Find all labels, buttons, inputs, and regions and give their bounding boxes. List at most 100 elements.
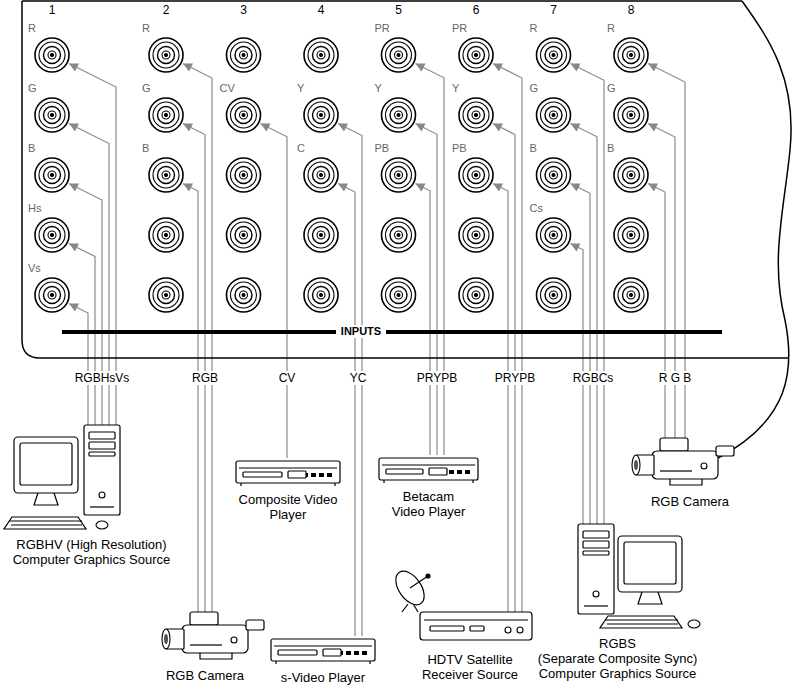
bnc-ring — [39, 282, 65, 308]
bnc-outer — [459, 158, 493, 192]
device-icon — [233, 458, 343, 488]
camera: RGB Camera — [150, 612, 260, 683]
bnc-connector — [35, 278, 69, 312]
bnc-connector — [227, 158, 261, 192]
bnc-sleeve — [158, 227, 175, 244]
bnc-pin — [51, 114, 54, 117]
wire — [648, 183, 665, 438]
panel-line — [274, 645, 372, 646]
bnc-ring — [618, 102, 644, 128]
bnc-pin — [475, 174, 478, 177]
handle — [200, 653, 232, 659]
bnc-sleeve — [468, 47, 485, 64]
bnc-sleeve — [390, 167, 407, 184]
bnc-pin — [51, 174, 54, 177]
bnc-connector — [459, 158, 493, 192]
drive-slot — [583, 551, 609, 555]
computer: RGBS(Separate Composite Sync) Computer G… — [530, 524, 705, 681]
bnc-connector — [149, 158, 183, 192]
panel-break-edge — [718, 1, 791, 458]
bnc-outer — [227, 158, 261, 192]
bnc-connector — [227, 278, 261, 312]
computer: RGBHV (High Resolution) Computer Graphic… — [4, 425, 179, 567]
vent — [584, 605, 608, 606]
bnc-ring — [618, 42, 644, 68]
wire — [69, 303, 88, 425]
bnc-ring — [541, 42, 567, 68]
bnc-connector — [304, 38, 338, 72]
bnc-connector — [149, 38, 183, 72]
bnc-ring — [153, 282, 179, 308]
signal-name: G — [28, 82, 37, 95]
device-caption: HDTV Satellite Receiver Source — [414, 652, 526, 682]
monitor — [618, 536, 682, 592]
dish — [390, 566, 430, 610]
bnc-sleeve — [468, 287, 485, 304]
bnc-pin-ring — [162, 291, 170, 299]
bnc-pin — [242, 294, 245, 297]
bnc-connector — [459, 278, 493, 312]
bnc-outer — [304, 158, 338, 192]
bnc-outer — [304, 38, 338, 72]
bnc-connector — [537, 158, 571, 192]
bnc-outer — [459, 218, 493, 252]
display — [288, 471, 306, 478]
bnc-pin-ring — [627, 171, 635, 179]
button — [362, 651, 367, 655]
bnc-sleeve — [468, 167, 485, 184]
button — [457, 470, 462, 474]
device-icon — [376, 455, 481, 485]
vent — [90, 506, 114, 507]
bnc-sleeve — [235, 107, 252, 124]
bnc-pin-ring — [317, 231, 325, 239]
bnc-sleeve — [235, 287, 252, 304]
keyboard — [4, 517, 86, 529]
bnc-ring — [153, 102, 179, 128]
cable-label: R G B — [657, 371, 694, 385]
receiver-box — [420, 612, 532, 640]
input-number: 1 — [49, 3, 56, 17]
bnc-ring — [463, 282, 489, 308]
bnc-ring — [541, 222, 567, 248]
foot — [241, 483, 335, 486]
panel-line — [239, 467, 337, 468]
cable-label: PRYPB — [493, 371, 537, 385]
bnc-ring — [231, 102, 257, 128]
wire — [338, 183, 355, 636]
bnc-outer — [149, 218, 183, 252]
signal-name: R — [530, 22, 538, 35]
cable-label: RGB — [190, 371, 220, 385]
bnc-ring — [308, 222, 334, 248]
bnc-pin — [320, 114, 323, 117]
device-icon — [150, 612, 260, 664]
bnc-sleeve — [313, 227, 330, 244]
bnc-connector — [382, 158, 416, 192]
signal-name: C — [297, 142, 305, 155]
bnc-sleeve — [313, 287, 330, 304]
panel-outline — [22, 1, 789, 358]
bnc-connector — [459, 98, 493, 132]
bnc-sleeve — [44, 287, 61, 304]
bnc-outer — [227, 278, 261, 312]
cable-label: RGBCs — [571, 371, 616, 385]
camera-body — [182, 625, 248, 653]
lens-glass — [164, 634, 168, 644]
bnc-pin — [397, 114, 400, 117]
bnc-sleeve — [313, 47, 330, 64]
bnc-connector — [227, 98, 261, 132]
bnc-sleeve — [235, 47, 252, 64]
cable-label: CV — [277, 371, 298, 385]
camera: RGB Camera — [630, 438, 750, 509]
button — [346, 651, 351, 655]
screen — [20, 443, 72, 485]
bnc-connector — [304, 278, 338, 312]
bnc-sleeve — [44, 47, 61, 64]
bnc-sleeve — [390, 287, 407, 304]
bnc-sleeve — [313, 107, 330, 124]
signal-name: Vs — [28, 262, 41, 275]
bnc-outer — [614, 278, 648, 312]
bnc-connector — [382, 218, 416, 252]
panel-title: INPUTS — [338, 325, 384, 338]
cable-label: YC — [348, 371, 369, 385]
bnc-connector — [149, 98, 183, 132]
